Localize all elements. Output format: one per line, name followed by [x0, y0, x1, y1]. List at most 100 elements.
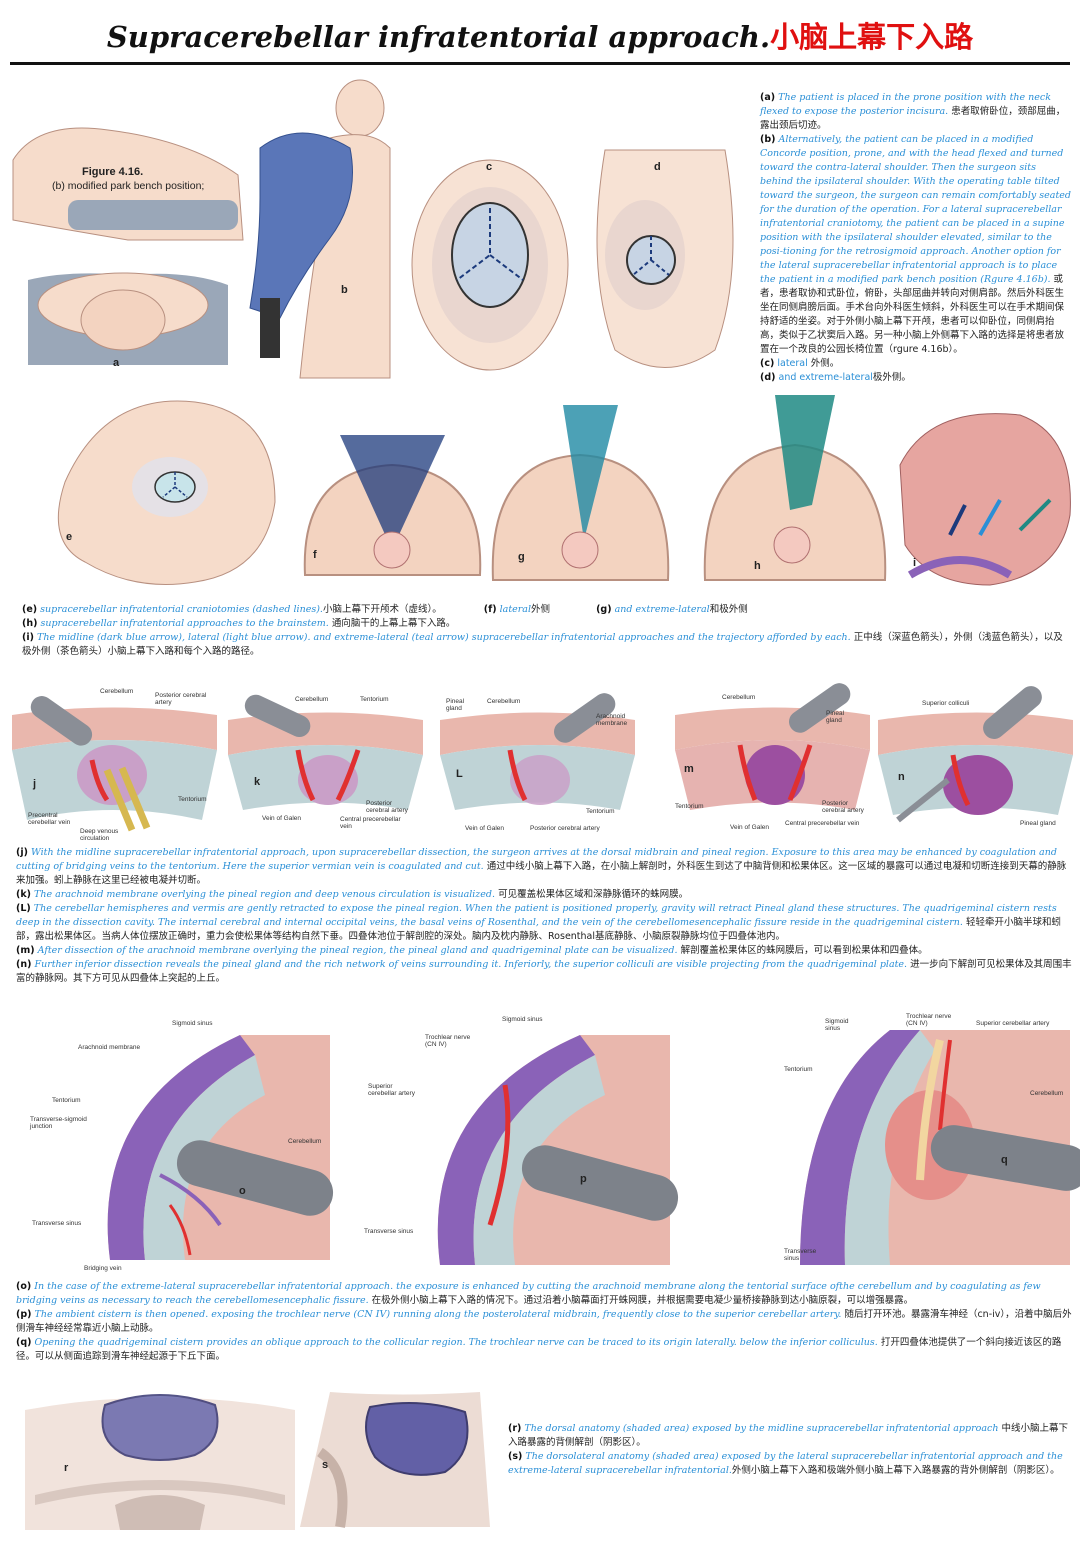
L-label-vein-galen: Vein of Galen: [465, 825, 505, 832]
p-label-trochlear: Trochlear nerve (CN IV): [425, 1034, 471, 1048]
L-label-tentorium: Tentorium: [586, 808, 615, 815]
q-label-sca: Superior cerebellar artery: [976, 1020, 1050, 1027]
caption-k: (k) The arachnoid membrane overlying the…: [16, 889, 689, 900]
panel-letter-b: b: [341, 284, 348, 296]
illustration-d-extreme-lateral-skull: [596, 149, 734, 368]
panel-letter-m: m: [684, 763, 694, 775]
panel-letter-j: j: [33, 778, 37, 790]
j-label-precentral-vein: Precentral cerebellar vein: [28, 812, 71, 826]
caption-n: (n) Further inferior dissection reveals …: [16, 959, 1072, 984]
q-label-transverse: Transverse sinus: [784, 1248, 817, 1262]
panel-letter-o: o: [239, 1185, 246, 1197]
m-label-pca: Posterior cerebral artery: [822, 800, 864, 814]
panel-letter-h: h: [754, 560, 761, 572]
o-label-arachnoid: Arachnoid membrane: [78, 1044, 141, 1051]
illustration-s-dorsolateral-anatomy: [300, 1392, 490, 1528]
panel-letter-n: n: [898, 771, 905, 783]
illustration-a-prone-position: [12, 127, 244, 365]
m-label-tentorium: Tentorium: [675, 803, 704, 810]
illustration-c-lateral-skull: [411, 159, 569, 371]
k-label-tentorium: Tentorium: [360, 696, 389, 703]
caption-c: (c) lateral 外侧。: [760, 358, 840, 369]
illustration-q: [800, 1030, 1080, 1265]
caption-m: (m) After dissection of the arachnoid me…: [16, 945, 928, 956]
panel-letter-d: d: [654, 161, 661, 173]
illustration-n: [878, 686, 1073, 823]
panel-letter-p: p: [580, 1173, 587, 1185]
m-label-pineal: Pineal gland: [826, 710, 845, 724]
caption-efg: (e) supracerebellar infratentorial crani…: [22, 604, 748, 615]
o-label-sigmoid: Sigmoid sinus: [172, 1020, 213, 1027]
caption-h: (h) supracerebellar infratentorial appro…: [22, 618, 456, 629]
illustration-m: [675, 683, 870, 810]
illustration-e-craniotomy: [57, 400, 276, 585]
illustration-b-park-bench: [249, 79, 391, 379]
j-label-tentorium: Tentorium: [178, 796, 207, 803]
caption-q: (q) Opening the quadrigeminal cistern pr…: [16, 1337, 1062, 1362]
p-label-transverse: Transverse sinus: [364, 1228, 414, 1235]
o-label-transverse: Transverse sinus: [32, 1220, 82, 1227]
caption-b: (b) Alternatively, the patient can be pl…: [760, 134, 1071, 355]
caption-block-bottom: (r) The dorsal anatomy (shaded area) exp…: [508, 1422, 1068, 1478]
m-label-vein-galen: Vein of Galen: [730, 824, 770, 831]
figure-label-title: Figure 4.16.: [82, 166, 144, 178]
n-label-superior-colliculi: Superior colliculi: [922, 700, 970, 707]
panel-letter-e: e: [66, 531, 73, 543]
L-label-cerebellum: Cerebellum: [487, 698, 521, 705]
illustration-j: [12, 696, 217, 832]
illustration-k: [228, 694, 423, 810]
panel-letter-g: g: [518, 551, 525, 563]
L-label-pineal: Pineal gland: [446, 698, 465, 712]
j-label-deep-venous: Deep venous circulation: [80, 828, 119, 842]
illustration-r-dorsal-anatomy: [25, 1394, 295, 1530]
panel-letter-s: s: [322, 1459, 329, 1471]
m-label-central-vein: Central precerebellar vein: [785, 820, 860, 827]
p-label-sigmoid: Sigmoid sinus: [502, 1016, 543, 1023]
panel-letter-r: r: [64, 1462, 69, 1474]
panel-letter-k: k: [254, 776, 261, 788]
caption-block-mid1: (e) supracerebellar infratentorial crani…: [22, 603, 1072, 659]
title-en: Supracerebellar infratentorial approach.: [106, 20, 771, 54]
m-label-cerebellum: Cerebellum: [722, 694, 756, 701]
L-label-arachnoid: Arachnoid membrane: [596, 713, 628, 727]
illustration-g-lateral-trajectory: [491, 405, 670, 581]
L-label-pca: Posterior cerebral artery: [530, 825, 600, 832]
illustration-f-midline-trajectory: [303, 435, 482, 576]
caption-block-mid2: (j) With the midline supracerebellar inf…: [16, 846, 1072, 986]
caption-o: (o) In the case of the extreme-lateral s…: [16, 1281, 1041, 1306]
panel-letter-c: c: [486, 161, 493, 173]
illustration-i-brain-arrows: [899, 413, 1071, 586]
panel-letter-i: i: [913, 557, 917, 569]
caption-a: (a) The patient is placed in the prone p…: [760, 92, 1066, 131]
illustration-o: [107, 1035, 334, 1260]
j-label-pca: Posterior cerebral artery: [155, 692, 207, 706]
q-label-sigmoid: Sigmoid sinus: [825, 1018, 849, 1032]
q-label-tentorium: Tentorium: [784, 1066, 813, 1073]
o-label-tentorium: Tentorium: [52, 1097, 81, 1104]
title-zh: 小脑上幕下入路: [770, 20, 974, 54]
k-label-central-vein: Central precerebellar vein: [340, 816, 401, 830]
panel-letter-L: L: [456, 768, 463, 780]
caption-i: (i) The midline (dark blue arrow), later…: [22, 632, 1063, 657]
caption-r: (r) The dorsal anatomy (shaded area) exp…: [508, 1423, 1068, 1448]
p-label-sca: Superior cerebellar artery: [368, 1083, 415, 1097]
title-rule: [10, 62, 1070, 65]
panel-letter-f: f: [313, 549, 317, 561]
caption-L: (L) The cerebellar hemispheres and vermi…: [16, 903, 1061, 942]
caption-block-top: (a) The patient is placed in the prone p…: [760, 91, 1072, 385]
illustration-L: [440, 693, 635, 810]
panel-letter-q: q: [1001, 1154, 1008, 1166]
j-label-cerebellum: Cerebellum: [100, 688, 134, 695]
caption-s: (s) The dorsolateral anatomy (shaded are…: [508, 1451, 1063, 1476]
illustration-h-extreme-lateral-trajectory: [703, 395, 887, 581]
figure-label-sub: (b) modified park bench position;: [52, 180, 205, 192]
k-label-vein-galen: Vein of Galen: [262, 815, 302, 822]
n-label-pineal: Pineal gland: [1020, 820, 1056, 827]
o-label-cerebellum: Cerebellum: [288, 1138, 322, 1145]
o-label-bridging: Bridging vein: [84, 1265, 122, 1272]
q-label-cerebellum: Cerebellum: [1030, 1090, 1064, 1097]
caption-p: (p) The ambient cistern is then opened. …: [16, 1309, 1072, 1334]
illustration-p: [437, 1035, 679, 1265]
k-label-pca: Posterior cerebral artery: [366, 800, 408, 814]
page-title: Supracerebellar infratentorial approach.…: [0, 14, 1080, 56]
